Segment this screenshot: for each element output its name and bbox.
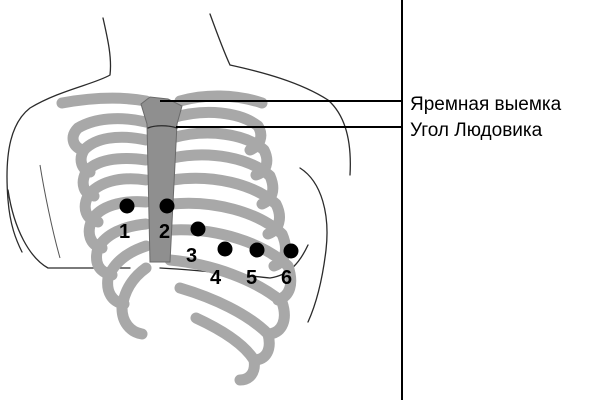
lead-marker-4 [218, 242, 233, 257]
lead-label-3: 3 [186, 245, 197, 267]
lead-marker-6 [284, 244, 299, 259]
lead-label-1: 1 [119, 221, 130, 243]
ribs-left [73, 119, 146, 334]
lead-marker-2 [160, 199, 175, 214]
lead-label-6: 6 [281, 267, 292, 289]
body-outline [7, 14, 350, 322]
lead-marker-5 [250, 243, 265, 258]
lead-label-5: 5 [246, 267, 257, 289]
lead-label-4: 4 [210, 267, 222, 289]
lead-marker-3 [191, 222, 206, 237]
angle-of-louis-label: Угол Людовика [410, 120, 543, 141]
lead-marker-1 [120, 199, 135, 214]
lead-label-2: 2 [159, 221, 170, 243]
jugular-notch-label: Яремная выемка [410, 94, 562, 115]
